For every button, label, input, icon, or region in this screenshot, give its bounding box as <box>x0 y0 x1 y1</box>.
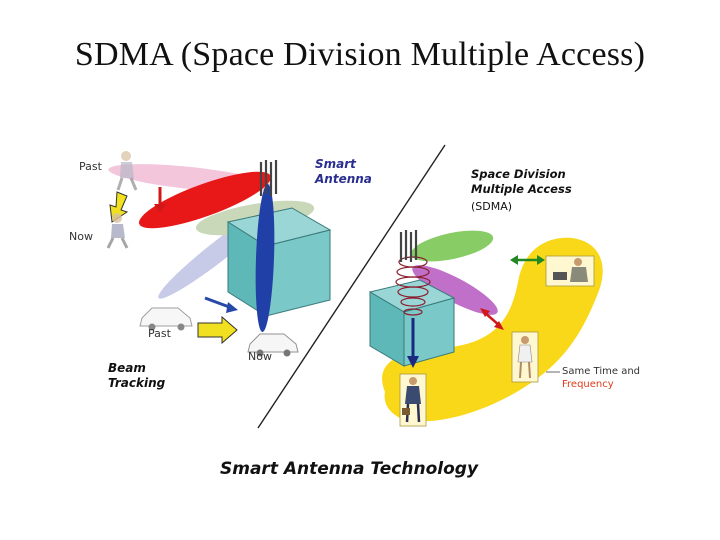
same-time-label-line1: Same Time and <box>562 366 640 377</box>
green-double-arrow <box>510 255 545 265</box>
sdma-label-line3: (SDMA) <box>471 200 512 213</box>
user-phone-woman-icon <box>511 331 539 383</box>
user-briefcase-man-icon <box>399 373 427 427</box>
divider-line <box>257 144 446 429</box>
now-person-label: Now <box>69 230 93 243</box>
blue-beam-car-now <box>255 184 275 332</box>
same-time-label-line2: Frequency <box>562 379 614 390</box>
car-past-icon <box>139 307 193 331</box>
past-car-label: Past <box>148 327 172 340</box>
person-past-icon <box>116 151 138 191</box>
yellow-arrow-car <box>197 315 238 345</box>
diagram-caption: Smart Antenna Technology <box>220 459 479 479</box>
slide-title: SDMA (Space Division Multiple Access) <box>74 36 646 73</box>
red-double-arrow <box>480 308 504 330</box>
purple-beam <box>412 265 498 315</box>
sdma-label-line1: Space Division <box>471 167 566 181</box>
sdma-label-line2: Multiple Access <box>471 182 572 196</box>
antenna-array-right <box>399 230 418 262</box>
beam-tracking-label-line1: Beam <box>108 361 146 375</box>
car-now-icon <box>247 333 299 357</box>
person-now-icon <box>106 213 129 249</box>
green-beam <box>410 230 494 262</box>
user-laptop-icon <box>545 255 595 287</box>
red-beam-now <box>138 171 272 229</box>
smart-antenna-tower-left <box>226 207 332 317</box>
spiral-beam-pattern <box>395 256 431 316</box>
antenna-array-left <box>259 160 278 196</box>
smart-antenna-label-line2: Antenna <box>314 172 372 186</box>
smart-antenna-tower-right <box>368 279 456 367</box>
now-car-label: Now <box>248 350 272 363</box>
beam-tracking-label-line2: Tracking <box>108 376 166 390</box>
smart-antenna-label-line1: Smart <box>315 157 357 171</box>
past-person-label: Past <box>79 160 103 173</box>
